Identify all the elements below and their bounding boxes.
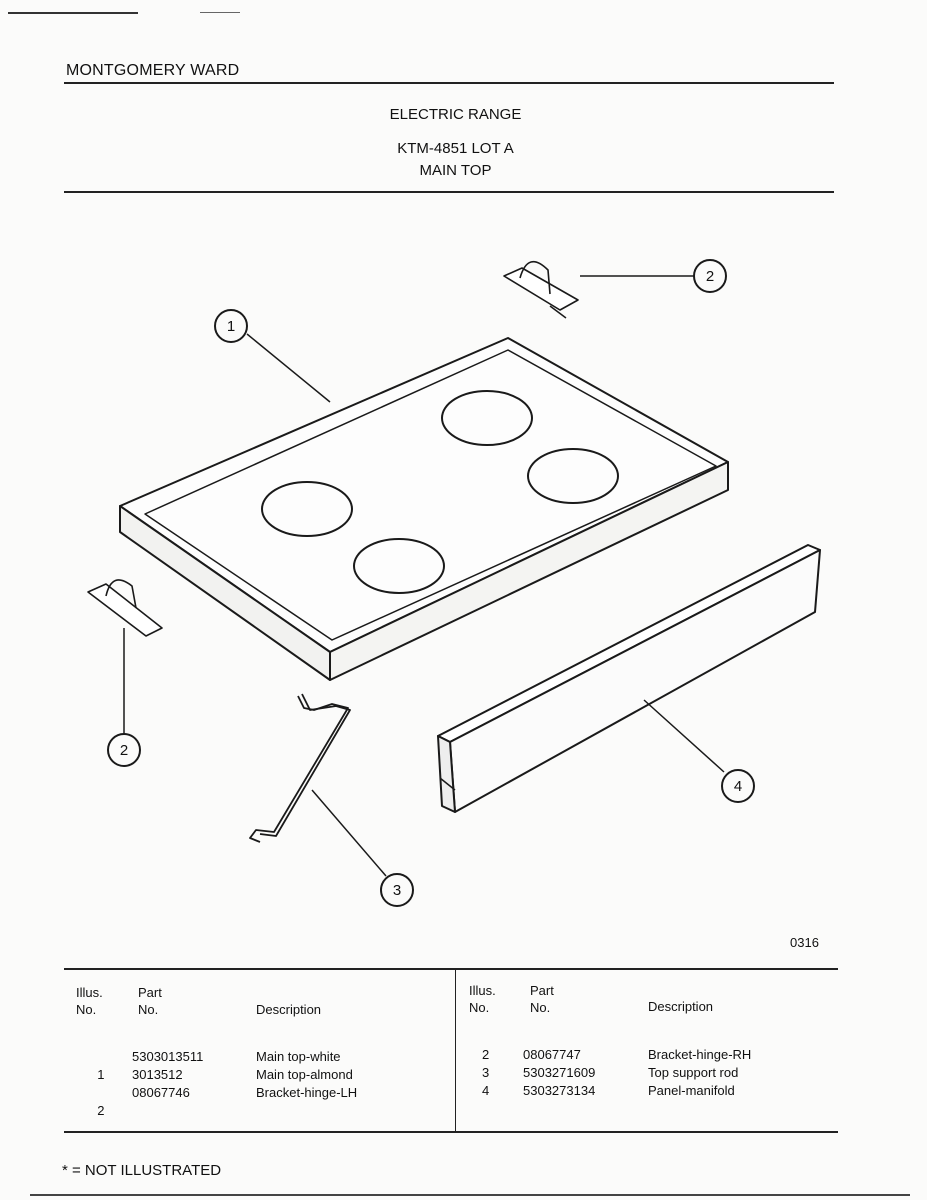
part-no: 08067747 (523, 1047, 581, 1062)
illus-no: 3 (482, 1065, 490, 1080)
burner-opening (441, 390, 533, 446)
leader-lines (123, 275, 725, 877)
table-rule-bottom (64, 1131, 838, 1133)
description: Bracket-hinge-LH (256, 1085, 358, 1100)
scan-artifact-line (200, 12, 240, 13)
header-illus-no: Illus.No. (469, 983, 496, 1015)
header-rule-bottom (64, 191, 834, 193)
footnote: * = NOT ILLUSTRATED (62, 1162, 222, 1179)
callout-circle (721, 769, 755, 803)
callout-circle (107, 733, 141, 767)
description: Main top-white (256, 1049, 341, 1064)
section-title: MAIN TOP (419, 162, 492, 179)
scan-artifact-line (8, 12, 138, 14)
description: Panel-manifold (648, 1083, 735, 1098)
table-row: 1 (90, 1048, 104, 1084)
brand-title: MONTGOMERY WARD (66, 62, 240, 79)
callout-circle (380, 873, 414, 907)
description: Top support rod (648, 1065, 739, 1080)
illus-no: 4 (482, 1083, 490, 1098)
burner-opening (527, 448, 619, 504)
callout-label: 4 (734, 778, 742, 795)
illus-no: 2 (482, 1047, 490, 1062)
part-no: 3013512 (132, 1067, 183, 1082)
header-description: Description (256, 1002, 322, 1017)
illus-no: 2 (97, 1103, 105, 1118)
page-bottom-rule (30, 1194, 910, 1196)
part-no: 5303271609 (523, 1065, 596, 1080)
part-no: 08067746 (132, 1085, 190, 1100)
table-row: 2 (90, 1084, 104, 1120)
main-top-part (119, 337, 729, 681)
description: Bracket-hinge-RH (648, 1047, 752, 1062)
burner-opening (353, 538, 445, 594)
callout-circle (214, 309, 248, 343)
callout-label: 2 (120, 742, 128, 759)
figure-number: 0316 (790, 935, 819, 950)
bracket-hinge-rh-part (503, 260, 579, 319)
header-description: Description (648, 999, 714, 1014)
bracket-hinge-lh-part (87, 579, 163, 637)
description: Main top-almond (256, 1067, 353, 1082)
table-column-divider (455, 968, 456, 1132)
exploded-parts-diagram: 1 2 2 3 4 (87, 259, 821, 907)
part-no: 5303273134 (523, 1083, 596, 1098)
header-illus-no: Illus.No. (76, 985, 103, 1017)
illus-no: 1 (97, 1067, 105, 1082)
model-title: KTM-4851 LOT A (397, 140, 514, 157)
burner-opening (261, 481, 353, 537)
callout-circle (693, 259, 727, 293)
header-rule-top (64, 82, 834, 84)
callout-label: 2 (706, 268, 714, 285)
product-title: ELECTRIC RANGE (389, 106, 522, 123)
manifold-panel-part (437, 544, 821, 813)
top-support-rod-part (249, 693, 351, 843)
callout-label: 1 (227, 318, 235, 335)
part-no: 5303013511 (132, 1049, 204, 1064)
table-rule-top (64, 968, 838, 970)
callout-label: 3 (393, 882, 401, 899)
